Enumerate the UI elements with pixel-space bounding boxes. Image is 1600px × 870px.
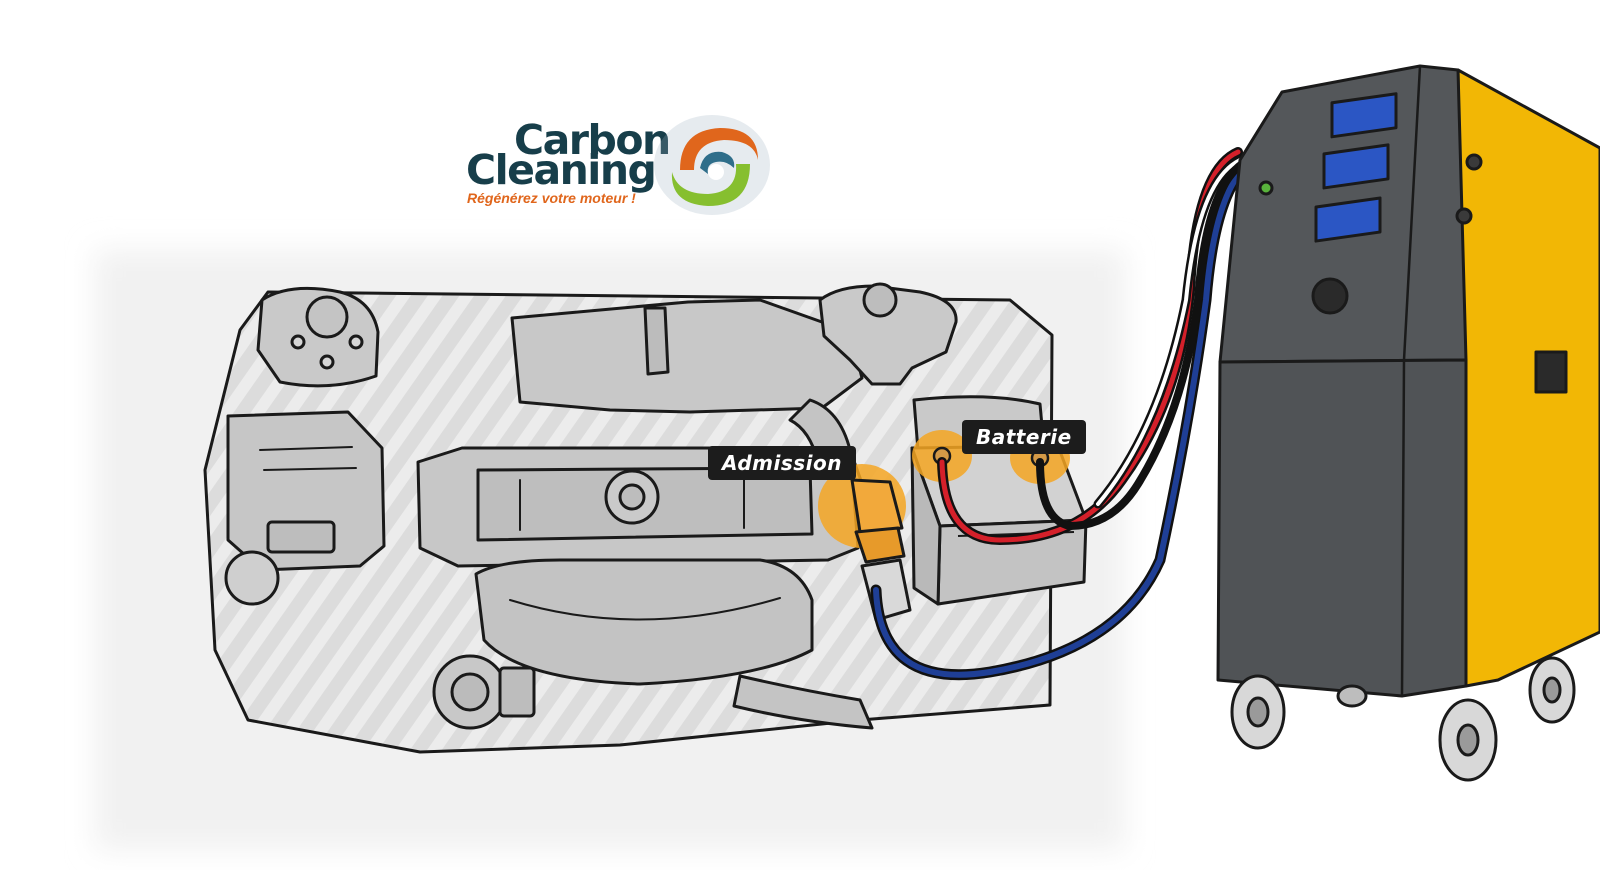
strut-bolt-2: [348, 334, 364, 350]
battery-side: [910, 446, 942, 606]
air-duct: [510, 298, 864, 414]
machine-front-lower: [1216, 358, 1468, 698]
batterie-label: Batterie: [962, 420, 1086, 454]
display-3: [1314, 196, 1382, 243]
black-cable: [1036, 160, 1246, 531]
machine-wheels: [1230, 656, 1576, 782]
reservoir-cap: [224, 550, 280, 606]
carbon-cleaning-logo: Carbon Cleaning Régénérez votre moteur !: [462, 110, 792, 220]
top-module-cap: [862, 282, 898, 318]
logo-tagline: Régénérez votre moteur !: [467, 190, 636, 206]
strut-top-cap: [305, 295, 349, 339]
swirl-logo-icon: [654, 115, 770, 215]
lower-hose: [732, 674, 874, 730]
green-indicator-light: [1258, 180, 1274, 196]
logo-word-cleaning: Cleaning: [466, 146, 657, 194]
logo-word-carbon: Carbon: [514, 116, 671, 164]
carbon-cleaning-machine-illustration: [1216, 64, 1600, 782]
admission-label: Admission: [708, 446, 857, 480]
button-2: [1455, 207, 1473, 225]
top-module: [818, 284, 958, 386]
button-1: [1465, 153, 1483, 171]
machine-side-handle: [1534, 350, 1568, 394]
alternator-bracket: [498, 666, 536, 718]
engine-block: [474, 558, 814, 686]
display-2: [1322, 143, 1390, 190]
strut-bolt-3: [319, 354, 335, 370]
strut-bolt-1: [290, 334, 306, 350]
power-knob: [1311, 277, 1349, 315]
cables: [870, 147, 1250, 681]
display-1: [1330, 92, 1398, 139]
air-filter-clip: [266, 520, 336, 554]
